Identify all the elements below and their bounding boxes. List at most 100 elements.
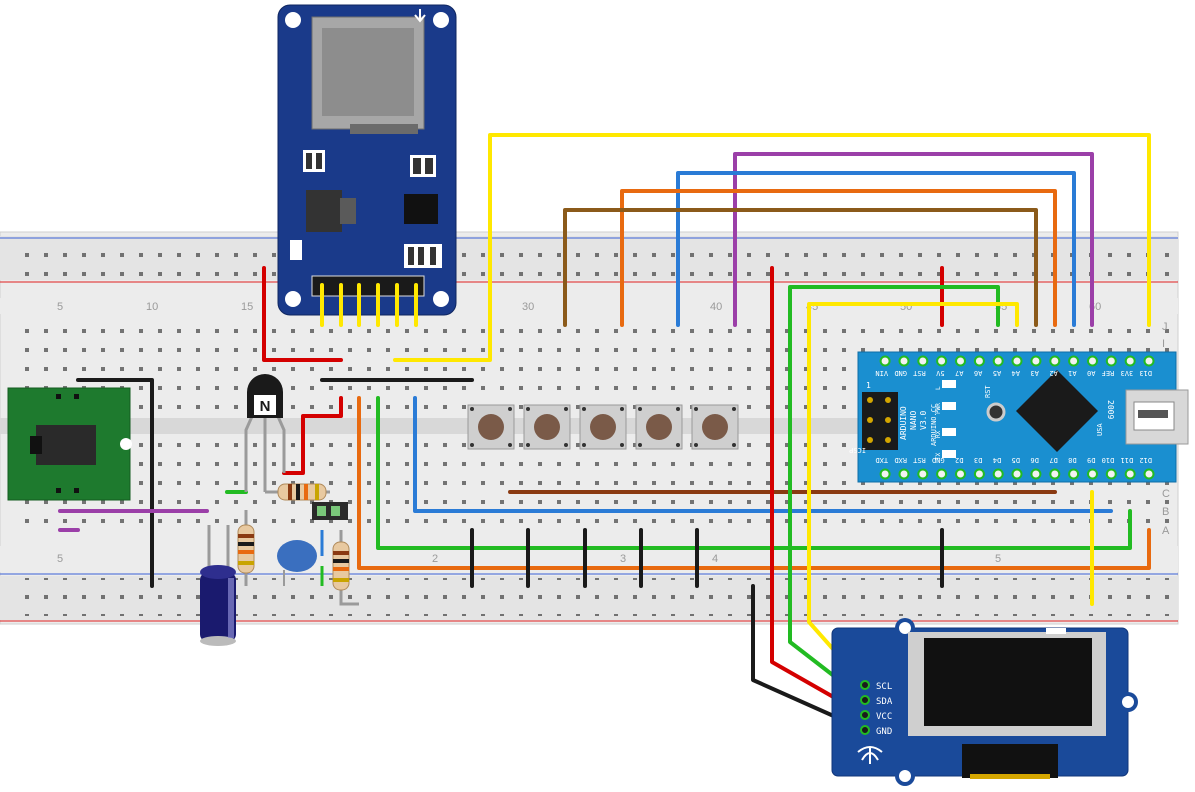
- nano-pin-label: GND: [894, 369, 907, 377]
- nano-pin-label: 3V3: [1121, 369, 1134, 377]
- black-wire-oled-gnd: [751, 584, 867, 732]
- row-letter: A: [1162, 525, 1170, 537]
- led-label-l: L: [935, 386, 942, 390]
- sd-card-module: [277, 4, 457, 316]
- column-number: 10: [146, 301, 158, 313]
- nano-pin-hole: [1068, 355, 1080, 367]
- nano-pin-hole: [917, 468, 929, 480]
- push-button-5[interactable]: [691, 404, 739, 450]
- sd-pin-header: [311, 275, 425, 297]
- column-number: 30: [522, 301, 534, 313]
- nano-pin-label: D12: [1139, 456, 1152, 464]
- nano-header-wires: [393, 133, 1151, 362]
- nano-pin-label: A0: [1087, 369, 1095, 377]
- push-buttons: [467, 404, 739, 450]
- nano-pin-label: A6: [974, 369, 982, 377]
- nano-pin-label: A5: [993, 369, 1001, 377]
- red-wire-transistor: [282, 396, 343, 475]
- icsp-label: ICSP: [849, 446, 866, 454]
- nano-pin-hole: [879, 468, 891, 480]
- led-label-pwr: PWR: [935, 403, 942, 414]
- electrolytic-capacitor: [200, 525, 236, 646]
- nano-pin-label: A3: [1030, 369, 1038, 377]
- row-letter: I: [1162, 338, 1165, 350]
- brown-wire-a4: [563, 208, 1038, 327]
- push-button-2[interactable]: [523, 404, 571, 450]
- nano-pin-label: D5: [1012, 456, 1020, 464]
- oled-pin-scl: SCL: [876, 682, 892, 692]
- arduino-nano-labels: ARDUINO NANO V3.0 ARDUINO.CC 2009 ICSP R…: [849, 381, 1115, 460]
- resistor-vertical-right: [332, 530, 359, 606]
- nano-pin-hole: [1049, 355, 1061, 367]
- push-button-4[interactable]: [635, 404, 683, 450]
- nano-pin-label: REF: [1102, 369, 1115, 377]
- nano-pin-label: GND: [932, 456, 945, 464]
- orange-wire-d5: [357, 396, 1151, 570]
- oled-pin-gnd: GND: [876, 727, 892, 737]
- pin-one-label: 1: [866, 381, 871, 390]
- nano-pin-label: A2: [1049, 369, 1057, 377]
- nano-pin-label: D2: [955, 456, 963, 464]
- nano-pin-hole: [1105, 468, 1117, 480]
- lower-number: 4: [712, 553, 718, 565]
- row-letter: B: [1162, 506, 1169, 518]
- sd-pin-wires: [320, 283, 418, 327]
- nano-pin-hole: [1068, 468, 1080, 480]
- lower-number: 5: [995, 553, 1001, 565]
- button-ground-wires: [470, 528, 699, 588]
- nano-pin-label: D9: [1087, 456, 1095, 464]
- yellow-wire-oled-scl: [807, 302, 1019, 687]
- row-letter: C: [1162, 488, 1170, 500]
- nano-pin-label: D6: [1030, 456, 1038, 464]
- nano-pin-label: RST: [912, 369, 925, 377]
- transistor: N: [244, 374, 286, 492]
- row-letter: J: [1162, 321, 1168, 333]
- buffer-chip: [404, 194, 438, 224]
- nano-pin-label: D13: [1139, 369, 1152, 377]
- nano-pin-hole: [955, 468, 966, 480]
- blue-wire-d8: [413, 396, 1113, 513]
- nano-pin-hole: [973, 468, 985, 480]
- nano-name-line1: ARDUINO: [899, 406, 908, 440]
- nano-pin-hole: [1105, 355, 1117, 367]
- nano-pin-label: D10: [1102, 456, 1115, 464]
- nano-pin-label: D7: [1049, 456, 1057, 464]
- column-number: 40: [710, 301, 722, 313]
- nano-pin-hole: [1087, 355, 1098, 367]
- nano-pin-hole: [879, 355, 891, 367]
- nano-pin-hole: [1030, 468, 1042, 480]
- nano-pin-hole: [992, 468, 1004, 480]
- nano-pin-hole: [1143, 355, 1155, 367]
- green-wire-oled-sda: [788, 285, 1000, 702]
- arrow-down-icon: [414, 9, 426, 23]
- nano-pin-label: A1: [1068, 369, 1076, 377]
- led-label-rx: RX: [935, 430, 942, 438]
- resistor-horizontal: [265, 483, 330, 501]
- yellow-wire-d13: [393, 133, 1151, 362]
- black-wire-ground: [76, 378, 154, 588]
- push-button-3[interactable]: [579, 404, 627, 450]
- nano-pin-label: A7: [955, 369, 963, 377]
- oled-screen: [924, 638, 1092, 726]
- grove-logo-icon: [857, 746, 883, 764]
- nano-pin-label: D4: [993, 456, 1001, 464]
- nano-pin-label: TXD: [875, 456, 888, 464]
- nano-name-line3: V3.0: [919, 411, 928, 430]
- ceramic-capacitor: [277, 530, 324, 586]
- nano-pin-label: D3: [974, 456, 982, 464]
- orange-wire-a3: [620, 189, 1057, 327]
- push-button-1[interactable]: [467, 404, 515, 450]
- audio-jack-module: [7, 387, 132, 501]
- nano-pin-hole: [936, 355, 948, 367]
- arduino-nano: [857, 351, 1189, 483]
- nano-pin-hole: [955, 355, 966, 367]
- nano-pin-hole: [973, 355, 985, 367]
- nano-pin-hole: [1087, 468, 1098, 480]
- column-number: 15: [241, 301, 253, 313]
- mcu-chip: [1015, 369, 1099, 453]
- usa-label: USA: [1096, 423, 1104, 436]
- oled-ribbon: [962, 744, 1058, 778]
